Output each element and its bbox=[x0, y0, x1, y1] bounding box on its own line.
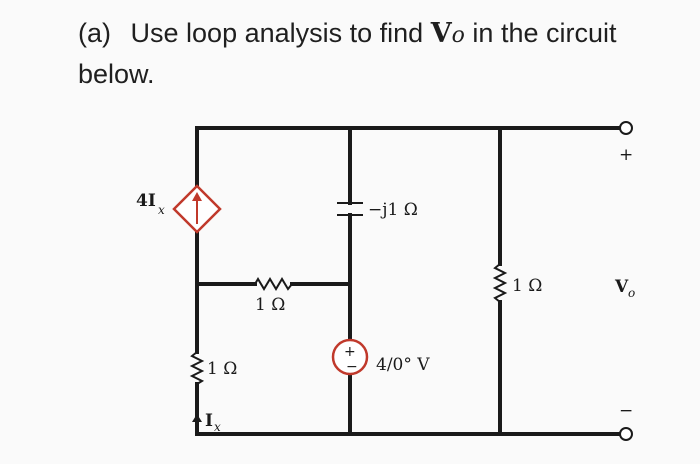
current-label-sub: x bbox=[214, 420, 221, 434]
capacitor bbox=[337, 202, 363, 216]
question-vo-subscript: o bbox=[451, 23, 465, 48]
question-vo-symbol: V bbox=[430, 18, 452, 49]
voltage-source-minus: − bbox=[346, 359, 358, 375]
question-text: (a) Use loop analysis to find Vo in the … bbox=[78, 14, 678, 93]
output-terminal-bottom bbox=[619, 427, 633, 441]
voltage-source-label: 4/0° V bbox=[376, 355, 430, 375]
question-text-before: Use loop analysis to find bbox=[130, 18, 424, 48]
output-label: V bbox=[614, 277, 629, 297]
output-minus: − bbox=[619, 401, 633, 421]
source-arrow-head-icon bbox=[192, 192, 202, 201]
capacitor-label: −j1 Ω bbox=[368, 200, 418, 220]
resistor-right-label: 1 Ω bbox=[512, 276, 542, 296]
output-plus: + bbox=[619, 145, 633, 165]
dependent-source bbox=[172, 184, 222, 234]
dep-source-coef: 4I bbox=[136, 191, 156, 211]
current-arrow-icon bbox=[192, 414, 202, 422]
voltage-source-plus: + bbox=[344, 344, 356, 360]
output-terminal-top bbox=[619, 121, 633, 135]
resistor-left bbox=[189, 351, 205, 385]
question-part-label: (a) bbox=[78, 18, 111, 48]
resistor-left-label: 1 Ω bbox=[207, 359, 237, 379]
question-text-after: in the circuit below. bbox=[78, 18, 617, 89]
resistor-middle-label: 1 Ω bbox=[255, 295, 285, 315]
resistor-middle bbox=[254, 277, 293, 291]
output-label-sub: o bbox=[628, 286, 635, 300]
current-label: I bbox=[205, 411, 213, 431]
voltage-source-circle bbox=[331, 338, 369, 376]
dep-source-sub: x bbox=[158, 203, 165, 217]
resistor-right bbox=[492, 263, 508, 303]
